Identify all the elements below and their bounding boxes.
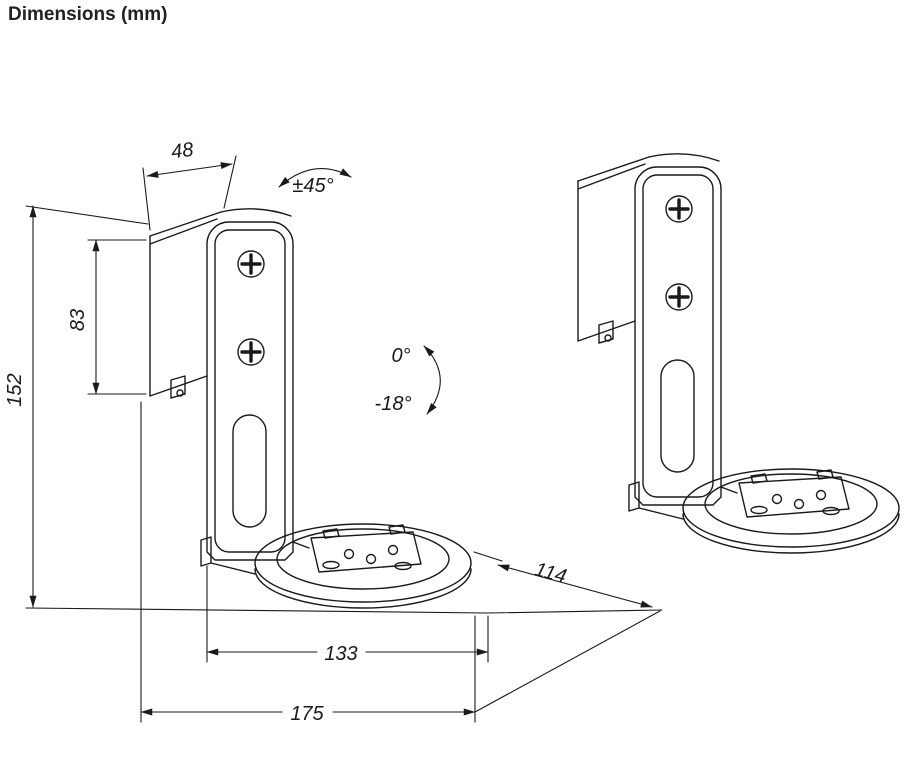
dimension-depth: 48 bbox=[142, 139, 237, 231]
tilt-up-label: 0° bbox=[391, 345, 410, 367]
dim-base-width-label: 133 bbox=[324, 643, 357, 665]
bracket-side-view bbox=[576, 152, 901, 555]
dim-base-depth-label: 114 bbox=[532, 558, 568, 588]
dim-depth-label: 48 bbox=[170, 139, 195, 164]
annotation-tilt-angle: 0° -18° bbox=[375, 345, 441, 415]
swivel-angle-label: ±45° bbox=[292, 175, 333, 197]
dimension-total-height: 152 bbox=[4, 205, 149, 608]
bracket-front-view bbox=[148, 207, 473, 610]
dimension-base-depth: 114 bbox=[473, 551, 653, 608]
annotation-swivel-angle: ±45° bbox=[278, 167, 352, 197]
page-title: Dimensions (mm) bbox=[8, 4, 168, 25]
dim-total-height-label: 152 bbox=[4, 373, 26, 406]
dim-total-width-label: 175 bbox=[290, 703, 324, 725]
construction-lines bbox=[25, 607, 663, 713]
dim-bracket-height-label: 83 bbox=[67, 309, 89, 331]
dimension-base-width: 133 bbox=[206, 565, 489, 665]
tilt-down-label: -18° bbox=[375, 393, 412, 415]
dimension-total-width: 175 bbox=[140, 401, 476, 725]
dimension-bracket-height: 83 bbox=[67, 239, 147, 395]
